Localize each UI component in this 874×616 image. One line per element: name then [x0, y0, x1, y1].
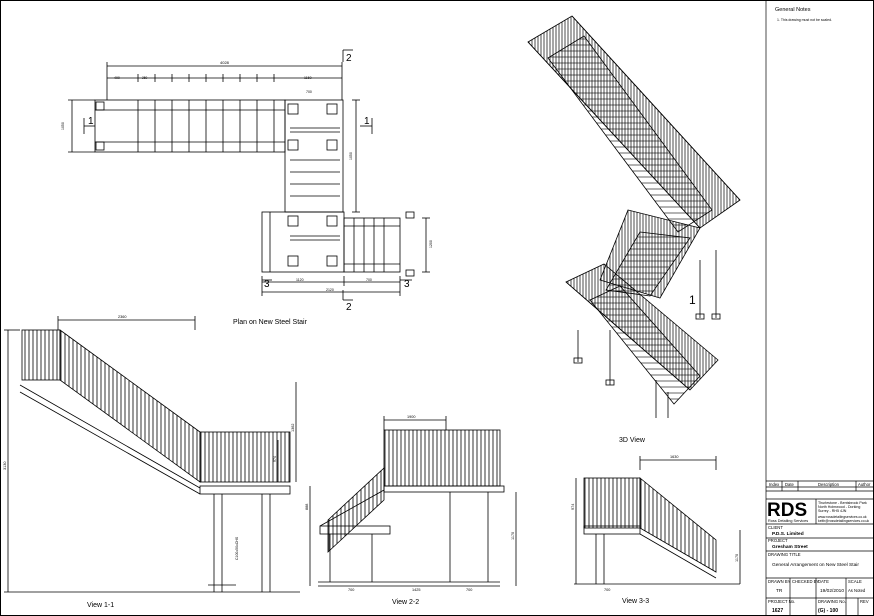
view-2-2-label: View 2-2 [392, 599, 419, 606]
3d-view [527, 15, 741, 418]
view-1-1-label: View 1-1 [87, 602, 114, 609]
v22-dim-right: 700 [466, 588, 472, 592]
rev-header-date: Date [785, 482, 795, 487]
drawn-by-label: DRAWN BY [768, 579, 791, 584]
address-line-2: North Holmwood - Dorking [818, 505, 860, 509]
plan-dim-depth-right: 1050 [349, 152, 353, 160]
plan-dim-side-right: 1200 [429, 240, 433, 248]
rev-header-description: Description [818, 482, 840, 487]
section-marker-3-right: 3 [404, 279, 410, 290]
section-marker-1-left: 1 [88, 116, 94, 127]
3d-view-label: 3D View [619, 437, 646, 444]
drawing-title-label: DRAWING TITLE [768, 552, 801, 557]
scale-label: SCALE [848, 579, 862, 584]
v11-dim-top: 2360 [118, 315, 126, 319]
address-line-1: Thurlestone - Bentsbrook Park [818, 501, 867, 505]
client-label: CLIENT [768, 525, 783, 530]
drawing-title-value: General Arrangement on New Steel Stair [772, 562, 859, 568]
plan-view [68, 49, 430, 301]
address-line-3: Surrey - RH5 4JN [818, 509, 847, 513]
v33-dim-h2: 1170 [735, 554, 739, 562]
plan-dim-bottom-right: 700 [366, 278, 372, 282]
plan-dim-overall: 4028 [220, 60, 230, 65]
plan-dim-landing: 700 [306, 90, 312, 94]
notes-item-1: 1. This drawing must not be scaled. [777, 18, 832, 22]
plan-dim-bottom-left: 1120 [296, 278, 304, 282]
rev-header-index: Index [769, 482, 780, 487]
date-label: DATE [818, 579, 829, 584]
scale-value: As Noted [848, 588, 866, 593]
v22-dim-top: 1900 [407, 415, 415, 419]
drawing-no-value: (G) - 100 [818, 608, 838, 614]
view-3-3-label: View 3-3 [622, 598, 649, 605]
notes-title: General Notes [775, 7, 811, 13]
section-marker-3-left: 3 [264, 279, 270, 290]
plan-dim-tread: 250 [142, 76, 148, 80]
contact-email: keith@rossdetailingservices.co.uk [818, 519, 869, 523]
v22-dim-left: 700 [348, 588, 354, 592]
plan-dim-seg-a: 490 [114, 76, 120, 80]
3d-view-marker: 1 [689, 293, 696, 307]
rev-label: REV [860, 599, 869, 604]
title-block [765, 0, 874, 616]
v22-dim-h2: 888 [305, 504, 309, 510]
project-no-value: 1627 [772, 608, 783, 614]
project-no-label: PROJECT No. [768, 599, 795, 604]
v11-dim-height: 3130 [3, 462, 7, 470]
v33-dim-left: 700 [604, 588, 610, 592]
company-name: Ross Detailing Services [768, 519, 808, 523]
plan-dim-bottom-overall: 2120 [326, 288, 334, 292]
section-marker-2-bottom: 2 [346, 302, 352, 313]
v33-dim-h: 974 [571, 504, 575, 510]
plan-view-label: Plan on New Steel Stair [233, 319, 308, 326]
v11-dim-right-h: 1362 [291, 424, 295, 432]
plan-dim-right: 1150 [304, 76, 312, 80]
view-1-1 [4, 316, 300, 593]
project-value: Gresham Street [772, 544, 808, 550]
client-value: P.D.S. Limited [772, 531, 804, 537]
view-2-2 [309, 416, 517, 587]
v11-dim-small: 974 [273, 456, 277, 462]
v22-dim-mid: 1425 [412, 588, 420, 592]
project-label: PROJECT [768, 538, 788, 543]
v33-dim-top: 1630 [670, 455, 678, 459]
section-marker-2-top: 2 [346, 53, 352, 64]
drawing-no-label: DRAWING No. [818, 599, 846, 604]
company-logo: RDS [767, 500, 807, 521]
view-3-3 [574, 456, 741, 585]
section-marker-1-right: 1 [364, 116, 370, 127]
v11-post-note: C100x50xCHS [235, 536, 239, 560]
rev-header-author: Author [858, 482, 871, 487]
v22-dim-h1: 1170 [511, 532, 515, 540]
plan-dim-depth-left: 1050 [61, 122, 65, 130]
contact-web: www.rossdetailingservices.co.uk [818, 515, 867, 519]
date-value: 19/02/2010 [820, 588, 844, 594]
drawn-by-value: TR [776, 588, 783, 594]
checked-by-label: CHECKED BY [792, 579, 819, 584]
